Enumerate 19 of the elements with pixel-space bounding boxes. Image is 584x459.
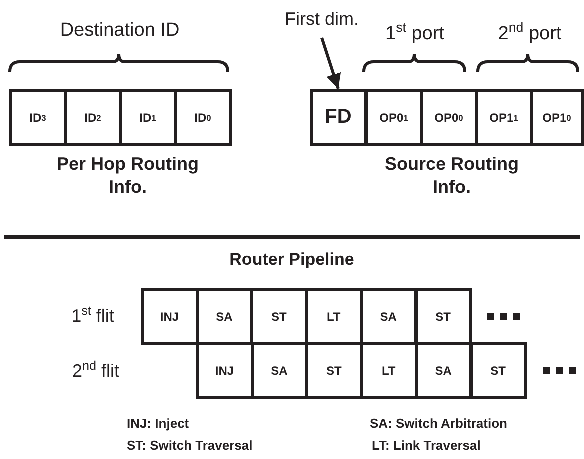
callout-text: First dim.	[274, 4, 370, 34]
field-caption: Source Routing Info.	[384, 153, 520, 199]
field-caption: Per Hop Routing Info.	[56, 153, 200, 199]
bracket-label: Destination ID	[60, 20, 180, 42]
bracket-label: 2$^{nd}$ port	[498, 20, 562, 46]
row-label: 1$^{st}$ flit	[72, 304, 114, 327]
legend-text: LT: Link Traversal	[372, 438, 481, 453]
arrow	[320, 38, 342, 90]
bracket-label: 1$^{st}$ port	[386, 20, 444, 46]
field-cell: INJ	[141, 288, 198, 345]
legend-text: SA: Switch Arbitration	[370, 416, 508, 431]
field-cell: INJ	[196, 342, 254, 399]
section-title: Router Pipeline	[230, 250, 354, 270]
legend-text: INJ: Inject	[127, 416, 190, 431]
field-cell: ST	[414, 288, 472, 345]
row-label: 2$^{nd}$ flit	[72, 359, 120, 382]
field-cell: FD	[310, 89, 367, 146]
field-cell: ST	[470, 342, 527, 399]
legend-text: ST: Switch Traversal	[127, 438, 253, 453]
